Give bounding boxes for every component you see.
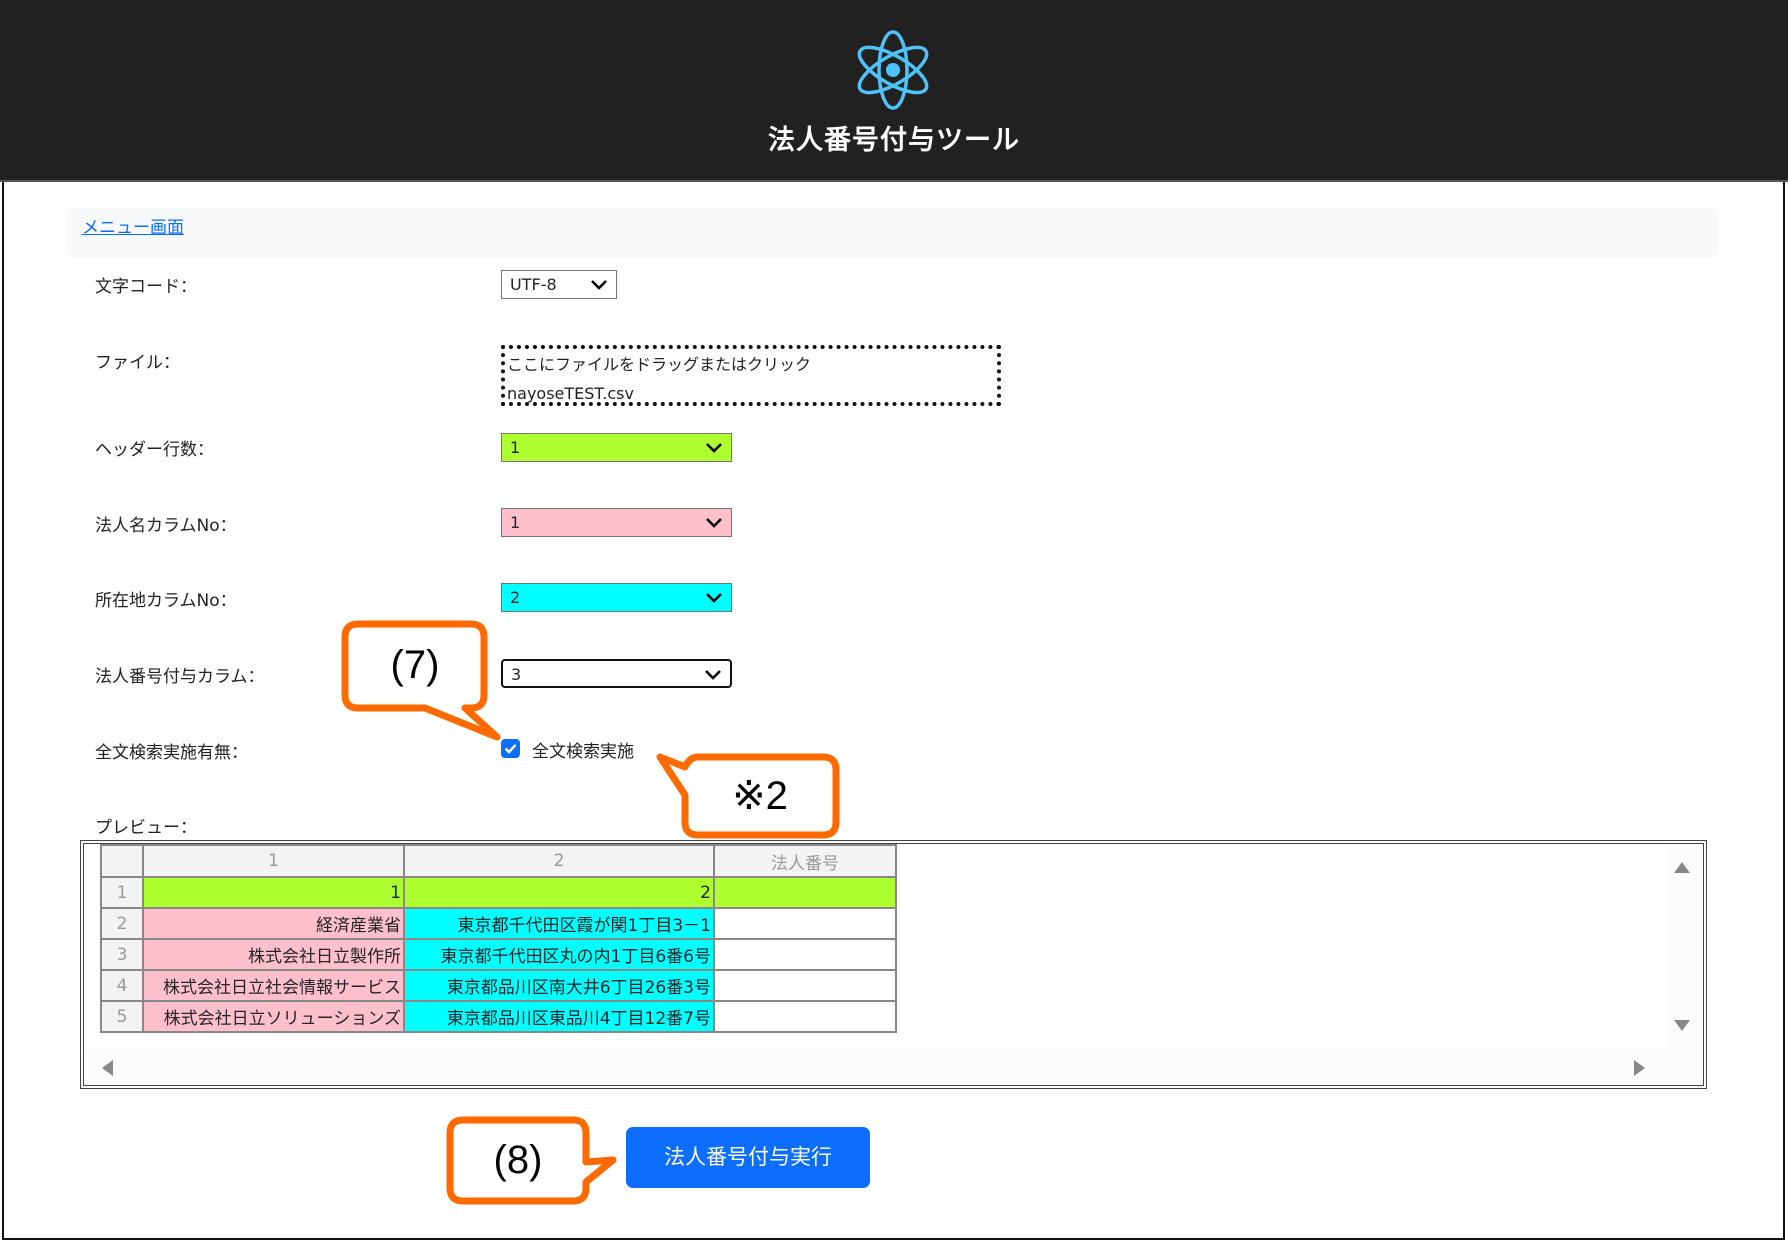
fulltext-checkbox-label[interactable]: 全文検索実施 <box>532 742 634 762</box>
scroll-up-arrow-icon[interactable] <box>1674 862 1690 873</box>
app-header: 法人番号付与ツール <box>0 0 1788 182</box>
cell[interactable]: 東京都品川区東品川4丁目12番7号 <box>403 1000 715 1033</box>
target-column-label: 法人番号付与カラム： <box>95 667 265 687</box>
row-header: 3 <box>100 938 144 971</box>
cell[interactable]: 株式会社日立製作所 <box>142 938 405 971</box>
address-column-value: 2 <box>510 588 521 607</box>
charset-value: UTF-8 <box>510 275 557 294</box>
cell[interactable] <box>713 938 897 971</box>
cell[interactable] <box>713 969 897 1002</box>
cell[interactable]: 東京都千代田区霞が関1丁目3－1 <box>403 907 715 940</box>
table-header-row: 1 2 法人番号 <box>100 844 897 878</box>
app-title: 法人番号付与ツール <box>768 125 1020 156</box>
chevron-down-icon <box>706 518 722 528</box>
cell[interactable]: 東京都千代田区丸の内1丁目6番6号 <box>403 938 715 971</box>
chevron-down-icon <box>705 670 721 680</box>
cell[interactable]: 株式会社日立ソリューションズ <box>142 1000 405 1033</box>
checkmark-icon <box>504 744 517 754</box>
address-column-select[interactable]: 2 <box>501 583 732 612</box>
address-column-label: 所在地カラムNo： <box>95 591 237 611</box>
header-rows-value: 1 <box>510 438 521 457</box>
scroll-right-arrow-icon[interactable] <box>1634 1060 1645 1076</box>
atom-icon <box>857 30 929 110</box>
corner-cell <box>100 844 144 878</box>
preview-viewport: 1 2 法人番号 1 1 2 2 経済産業省 東京都千代田区霞が関1丁目3－1 … <box>84 844 1666 1049</box>
file-label: ファイル： <box>95 353 180 373</box>
column-header[interactable]: 法人番号 <box>713 844 897 878</box>
header-rows-select[interactable]: 1 <box>501 433 732 462</box>
cell[interactable]: 1 <box>142 876 405 909</box>
dropzone-hint: ここにファイルをドラッグまたはクリック <box>507 355 812 374</box>
name-column-label: 法人名カラムNo： <box>95 516 237 536</box>
run-assign-corporate-number-button[interactable]: 法人番号付与実行 <box>626 1127 870 1188</box>
row-header: 1 <box>100 876 144 909</box>
chevron-down-icon <box>706 593 722 603</box>
name-column-value: 1 <box>510 513 521 532</box>
table-row: 4 株式会社日立社会情報サービス 東京都品川区南大井6丁目26番3号 <box>100 969 897 1002</box>
table-row: 3 株式会社日立製作所 東京都千代田区丸の内1丁目6番6号 <box>100 938 897 971</box>
callout-7-text: (7) <box>390 643 440 687</box>
column-header[interactable]: 2 <box>403 844 715 878</box>
menu-screen-link[interactable]: メニュー画面 <box>82 218 184 238</box>
cell[interactable]: 株式会社日立社会情報サービス <box>142 969 405 1002</box>
row-header: 4 <box>100 969 144 1002</box>
row-header: 5 <box>100 1000 144 1033</box>
cell[interactable] <box>713 876 897 909</box>
cell[interactable] <box>713 1000 897 1033</box>
header-rows-label: ヘッダー行数： <box>95 440 214 460</box>
preview-grid: 1 2 法人番号 1 1 2 2 経済産業省 東京都千代田区霞が関1丁目3－1 … <box>80 840 1707 1089</box>
cell[interactable]: 経済産業省 <box>142 907 405 940</box>
table-row: 2 経済産業省 東京都千代田区霞が関1丁目3－1 <box>100 907 897 940</box>
breadcrumb-bar: メニュー画面 <box>66 208 1719 258</box>
name-column-select[interactable]: 1 <box>501 508 732 537</box>
target-column-value: 3 <box>511 665 522 684</box>
file-dropzone[interactable]: ここにファイルをドラッグまたはクリック nayoseTEST.csv <box>501 345 1001 406</box>
callout-note-2-text: ※2 <box>732 774 788 818</box>
fulltext-checkbox[interactable] <box>501 739 520 758</box>
table-row: 1 1 2 <box>100 876 897 909</box>
charset-label: 文字コード： <box>95 277 197 297</box>
preview-table: 1 2 法人番号 1 1 2 2 経済産業省 東京都千代田区霞が関1丁目3－1 … <box>100 844 897 1033</box>
cell[interactable]: 東京都品川区南大井6丁目26番3号 <box>403 969 715 1002</box>
row-header: 2 <box>100 907 144 940</box>
table-row: 5 株式会社日立ソリューションズ 東京都品川区東品川4丁目12番7号 <box>100 1000 897 1033</box>
selected-filename: nayoseTEST.csv <box>507 384 634 403</box>
cell[interactable] <box>713 907 897 940</box>
fulltext-label: 全文検索実施有無： <box>95 743 248 763</box>
chevron-down-icon <box>706 443 722 453</box>
charset-select[interactable]: UTF-8 <box>501 270 617 299</box>
callout-8-text: (8) <box>493 1138 543 1182</box>
preview-label: プレビュー： <box>95 818 197 838</box>
column-header[interactable]: 1 <box>142 844 405 878</box>
target-column-select[interactable]: 3 <box>501 659 732 688</box>
scroll-down-arrow-icon[interactable] <box>1674 1020 1690 1031</box>
cell[interactable]: 2 <box>403 876 715 909</box>
scroll-left-arrow-icon[interactable] <box>102 1060 113 1076</box>
chevron-down-icon <box>591 280 607 290</box>
